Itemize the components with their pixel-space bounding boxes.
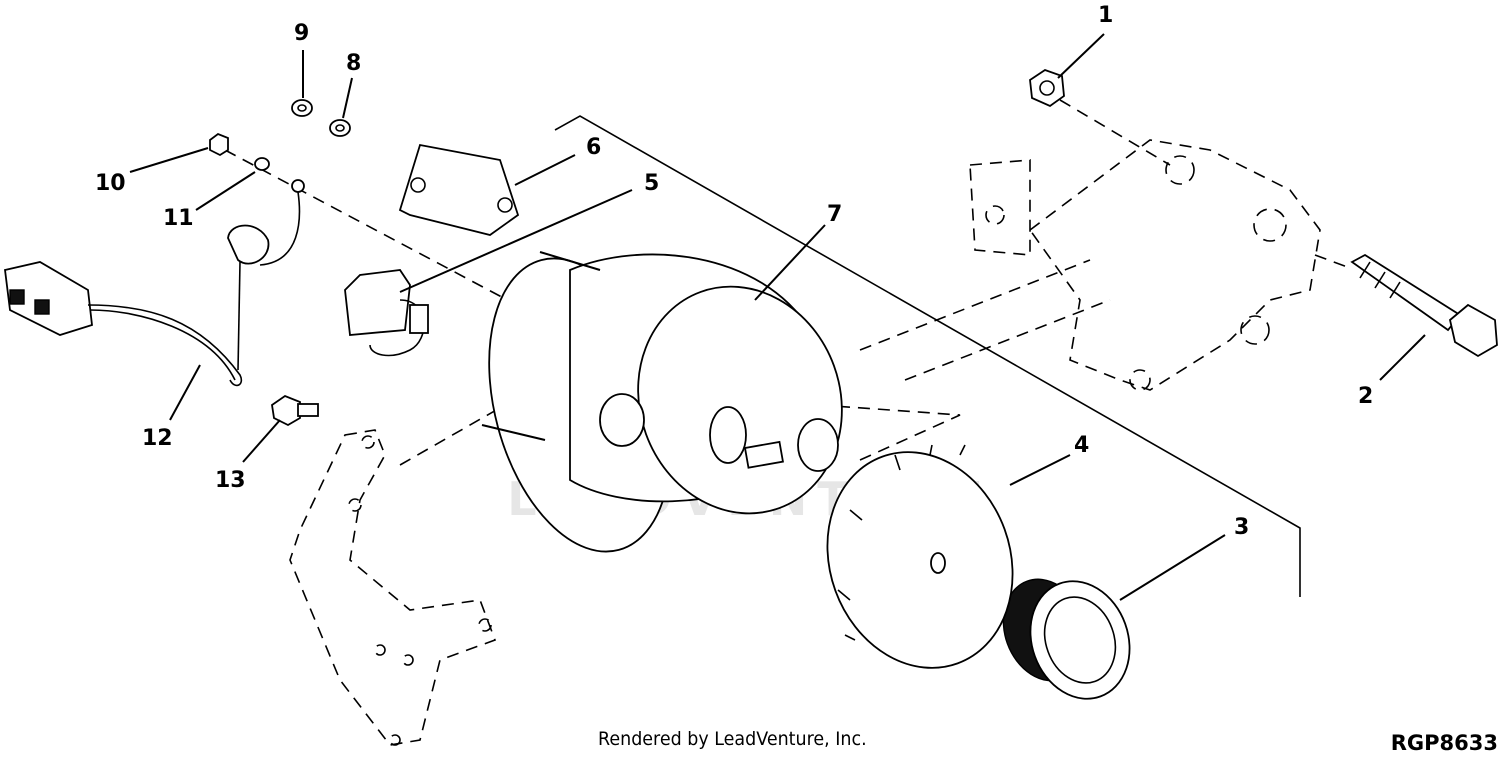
callout-7: 7 (827, 202, 842, 227)
part-regulator (344, 269, 429, 357)
part-nut-10 (209, 132, 229, 157)
assembly-frame-lines (554, 115, 1301, 597)
callout-2: 2 (1358, 384, 1373, 409)
part-washer-9 (291, 99, 313, 117)
callout-labels: 1 2 3 4 5 6 7 8 9 10 11 12 13 (95, 3, 1373, 540)
callout-11: 11 (163, 206, 194, 231)
callout-10: 10 (95, 171, 126, 196)
callout-5: 5 (644, 171, 659, 196)
mounting-bracket-top (969, 139, 1321, 391)
part-washer-11 (254, 157, 270, 171)
part-flange-nut (1029, 69, 1065, 108)
reference-code: RGP8633 (1390, 731, 1498, 755)
part-cap-screw (1350, 253, 1498, 358)
mounting-bracket-bottom (289, 429, 497, 746)
part-fan (826, 444, 1014, 669)
callout-8: 8 (346, 51, 361, 76)
part-block (398, 143, 520, 236)
leader-lines (129, 33, 1426, 601)
callout-13: 13 (215, 468, 246, 493)
part-alternator (481, 251, 843, 553)
part-wiring-harness (4, 179, 305, 387)
callout-1: 1 (1098, 3, 1113, 28)
credit-text: Rendered by LeadVenture, Inc. (598, 728, 867, 750)
part-washer-8 (329, 119, 351, 137)
part-screw-13 (271, 394, 319, 427)
callout-4: 4 (1074, 433, 1089, 458)
callout-12: 12 (142, 426, 173, 451)
callout-9: 9 (294, 21, 309, 46)
part-pulley (1002, 578, 1131, 700)
callout-3: 3 (1234, 515, 1249, 540)
callout-6: 6 (586, 135, 601, 160)
